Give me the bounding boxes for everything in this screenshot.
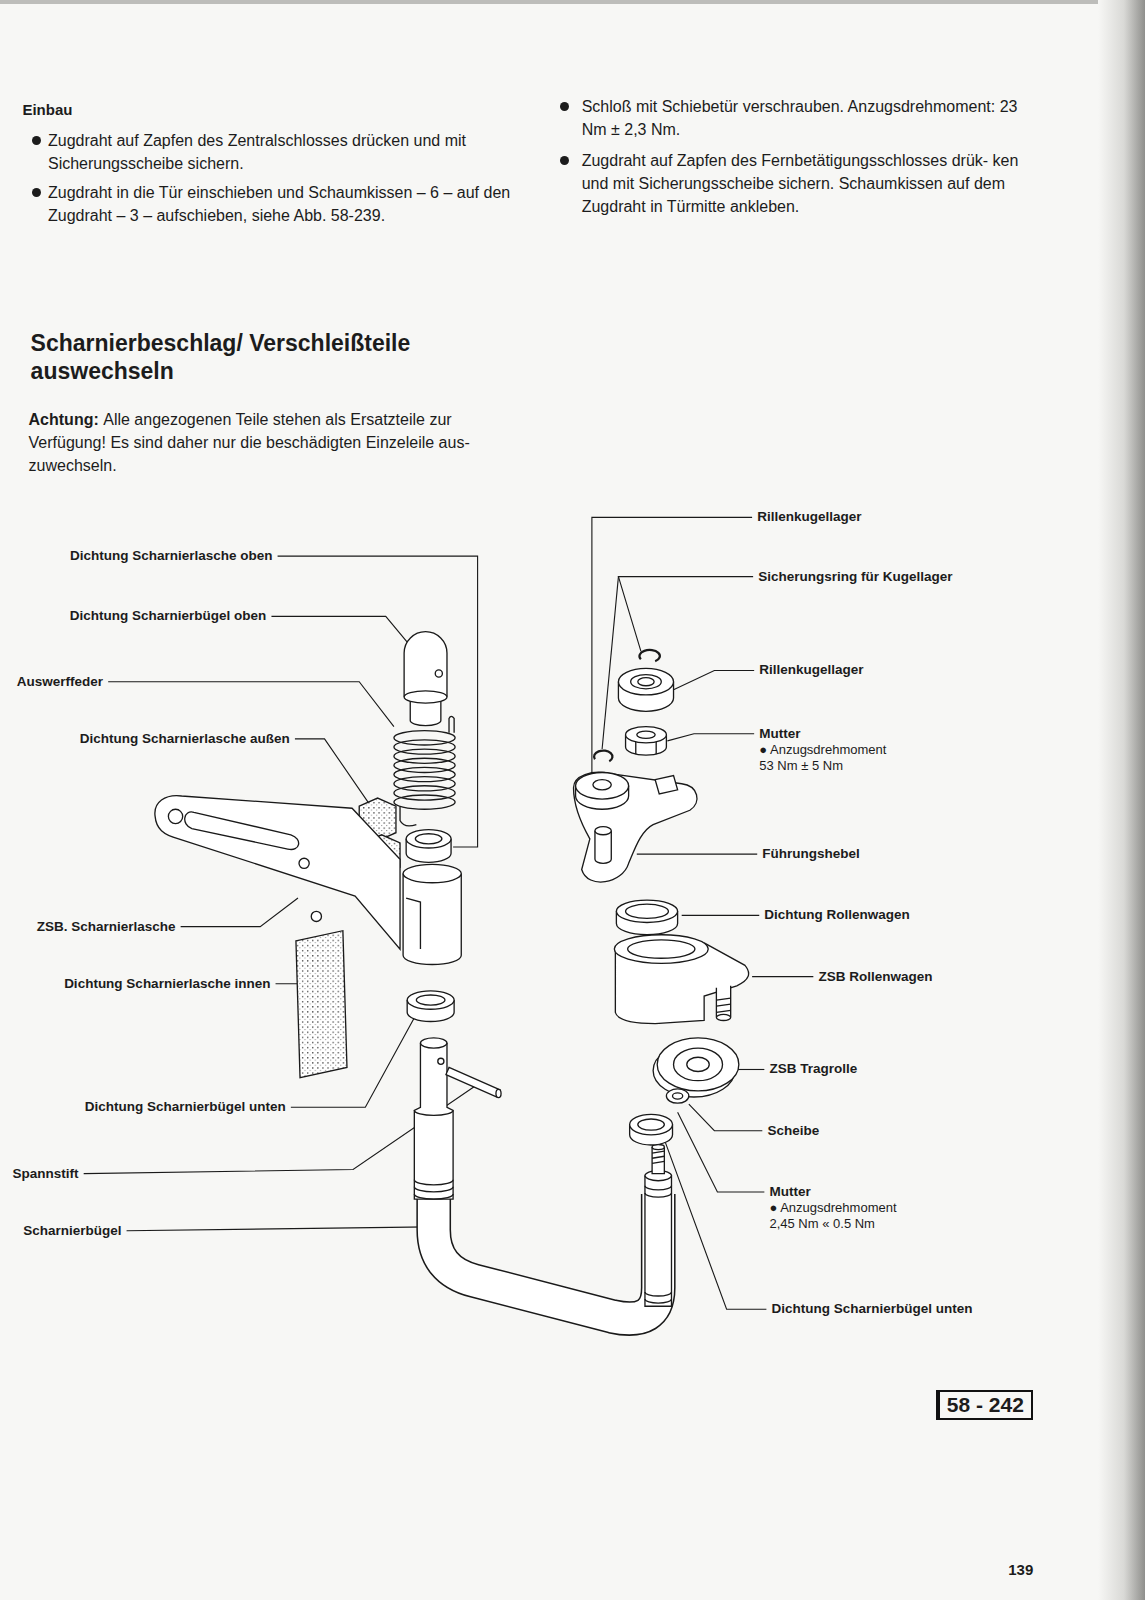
torque-value: 53 Nm ± 5 Nm bbox=[759, 758, 843, 773]
part-name: Dichtung Scharnierbügel oben bbox=[70, 608, 267, 624]
torque-value: 2,45 Nm « 0.5 Nm bbox=[769, 1216, 875, 1231]
bullet-dot bbox=[32, 136, 41, 145]
torque-note: ● Anzugsdrehmoment bbox=[769, 1200, 896, 1215]
bullet-dot bbox=[32, 188, 41, 197]
part-name: Dichtung Scharnierlasche innen bbox=[64, 976, 270, 992]
scan-edge bbox=[1098, 0, 1145, 1600]
part-name: Spannstift bbox=[13, 1166, 79, 1182]
part-name: Dichtung Scharnierlasche außen bbox=[80, 731, 290, 747]
part-name: Führungshebel bbox=[762, 846, 860, 862]
bullet-dot bbox=[560, 156, 569, 165]
warning-label: Achtung: bbox=[29, 411, 99, 428]
part-name: Dichtung Scharnierbügel unten bbox=[771, 1301, 972, 1317]
part-name: Scheibe bbox=[767, 1123, 819, 1139]
leader-lines bbox=[84, 517, 814, 1309]
instruction-text: Zugdraht auf Zapfen des Zentralschlosses… bbox=[48, 129, 517, 175]
part-name: Mutter bbox=[769, 1184, 810, 1200]
page-ref-box: 58 - 242 bbox=[936, 1390, 1033, 1420]
part-name: ZSB Rollenwagen bbox=[818, 969, 932, 985]
part-name: Auswerffeder bbox=[17, 674, 103, 690]
torque-note: ● Anzugsdrehmoment bbox=[759, 742, 886, 757]
part-name: Rillenkugellager bbox=[757, 509, 861, 525]
section-title: Scharnierbeschlag/ Verschleißteile auswe… bbox=[31, 329, 423, 386]
section-heading: Einbau bbox=[22, 100, 328, 120]
bullet-dot bbox=[560, 102, 569, 111]
roller-carriage-parts bbox=[574, 650, 749, 1145]
part-name: Dichtung Rollenwagen bbox=[764, 907, 910, 923]
warning-paragraph: Achtung:Alle angezogenen Teile stehen al… bbox=[29, 408, 504, 477]
instruction-text: Zugdraht in die Tür einschieben und Scha… bbox=[48, 181, 517, 227]
instruction-text: Zugdraht auf Zapfen des Fernbetätigungss… bbox=[582, 149, 1039, 218]
instruction-text: Schloß mit Schiebetür verschrauben. Anzu… bbox=[582, 95, 1039, 141]
part-name: Rillenkugellager bbox=[759, 662, 863, 678]
part-name: ZSB Tragrolle bbox=[769, 1061, 857, 1077]
scan-edge bbox=[0, 0, 1145, 4]
part-name: Dichtung Scharnierlasche oben bbox=[70, 548, 273, 564]
part-name: Sicherungsring für Kugellager bbox=[758, 569, 952, 585]
part-name: Scharnierbügel bbox=[23, 1223, 121, 1239]
page-ref-text: 58 - 242 bbox=[947, 1393, 1024, 1416]
page-number: 139 bbox=[1008, 1561, 1033, 1578]
part-name: Mutter bbox=[759, 726, 800, 742]
part-name: Dichtung Scharnierbügel unten bbox=[85, 1099, 286, 1115]
part-name: ZSB. Scharnierlasche bbox=[37, 919, 176, 935]
